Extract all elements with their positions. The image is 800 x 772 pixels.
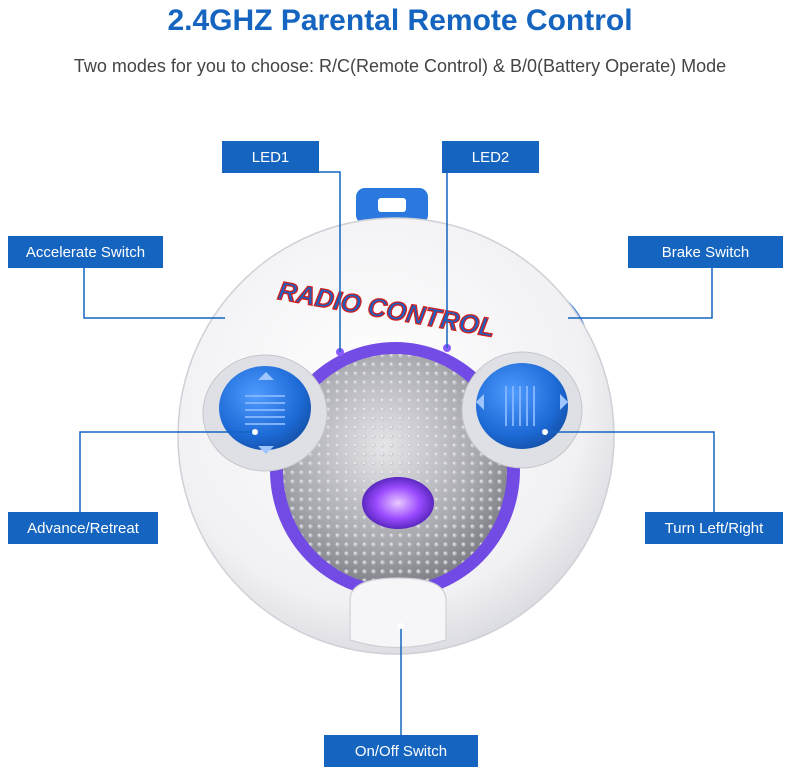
led1-label: LED1 <box>222 141 319 173</box>
advance-retreat-label: Advance/Retreat <box>8 512 158 544</box>
page-subtitle: Two modes for you to choose: R/C(Remote … <box>73 56 727 76</box>
speaker-plate <box>283 354 507 586</box>
center-light <box>362 477 434 529</box>
accelerate-switch-label: Accelerate Switch <box>8 236 163 268</box>
on-off-switch[interactable] <box>349 577 447 649</box>
on-off-switch-label: On/Off Switch <box>324 735 478 767</box>
page-title: 2.4GHZ Parental Remote Control <box>167 4 633 37</box>
turn-left-right-stick[interactable] <box>476 363 568 449</box>
brake-switch-label: Brake Switch <box>628 236 783 268</box>
turn-left-right-label: Turn Left/Right <box>645 512 783 544</box>
led2-label: LED2 <box>442 141 539 173</box>
advance-retreat-stick[interactable] <box>219 366 311 450</box>
